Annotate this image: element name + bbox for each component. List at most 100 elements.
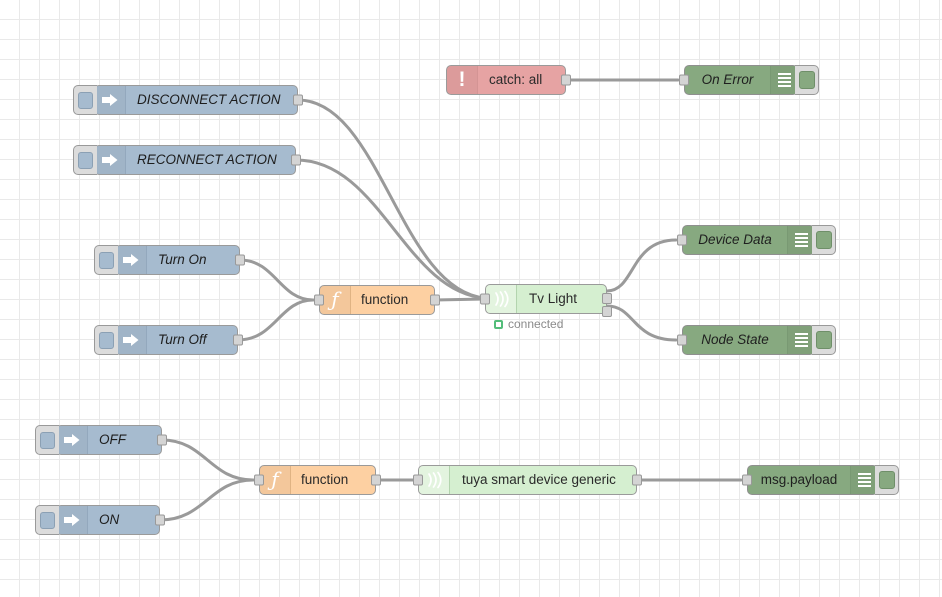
catch-node-all[interactable]: ! catch: all <box>446 65 571 95</box>
debug-enable-toggle[interactable] <box>875 465 899 495</box>
debug-node-on-error[interactable]: On Error <box>679 65 819 95</box>
node-label: RECONNECT ACTION <box>137 152 277 168</box>
function-node-top[interactable]: ƒ function <box>314 285 440 315</box>
node-label: Turn On <box>158 252 207 268</box>
debug-toggle-face <box>815 331 832 349</box>
inject-arrow-icon <box>116 246 147 274</box>
input-port[interactable] <box>413 474 423 486</box>
wire-reconnect-to-tvlight <box>294 158 487 300</box>
wire-turnon-to-function <box>238 258 315 302</box>
debug-line <box>857 481 871 483</box>
debug-node-device-data[interactable]: Device Data <box>677 225 836 255</box>
exclamation-glyph: ! <box>458 68 466 91</box>
inject-node-turn-on[interactable]: Turn On <box>94 245 245 275</box>
inject-trigger-button[interactable] <box>35 505 59 535</box>
output-port[interactable] <box>155 514 165 526</box>
debug-enable-toggle[interactable] <box>812 225 836 255</box>
inject-button-face <box>78 151 93 169</box>
inject-trigger-button[interactable] <box>73 85 97 115</box>
debug-enable-toggle[interactable] <box>812 325 836 355</box>
inject-button-face <box>99 251 114 269</box>
function-f-icon: ƒ <box>320 286 351 314</box>
inject-node-on[interactable]: ON <box>35 505 165 535</box>
input-port[interactable] <box>742 474 752 486</box>
debug-toggle-face <box>798 71 815 89</box>
input-port[interactable] <box>254 474 264 486</box>
inject-arrow-glyph <box>123 334 139 346</box>
wireless-signal-glyph <box>427 471 442 489</box>
output-port[interactable] <box>293 94 303 106</box>
inject-node-disconnect-action[interactable]: DISCONNECT ACTION <box>73 85 303 115</box>
debug-line <box>857 477 871 479</box>
node-label: Tv Light <box>529 291 578 307</box>
device-node-tuya-generic[interactable]: tuya smart device generic <box>413 465 642 495</box>
status-indicator-icon <box>494 319 503 329</box>
output-port[interactable] <box>233 334 243 346</box>
debug-line <box>794 333 808 335</box>
debug-line <box>794 245 808 247</box>
input-port[interactable] <box>677 334 687 346</box>
debug-lines-icon <box>787 226 814 254</box>
inject-node-turn-off[interactable]: Turn Off <box>94 325 243 355</box>
input-port[interactable] <box>679 74 689 86</box>
wire-on-to-function <box>158 478 255 522</box>
inject-trigger-button[interactable] <box>35 425 59 455</box>
node-label: DISCONNECT ACTION <box>137 92 281 108</box>
output-port[interactable] <box>371 474 381 486</box>
debug-node-node-state[interactable]: Node State <box>677 325 836 355</box>
function-node-bottom[interactable]: ƒ function <box>254 465 381 495</box>
inject-node-off[interactable]: OFF <box>35 425 167 455</box>
output-port[interactable] <box>157 434 167 446</box>
node-label: ON <box>99 512 120 528</box>
debug-lines-icon <box>770 66 797 94</box>
function-f-icon: ƒ <box>260 466 291 494</box>
output-port[interactable] <box>291 154 301 166</box>
node-label: On Error <box>701 72 754 88</box>
inject-arrow-icon <box>57 426 88 454</box>
wireless-signal-icon <box>419 466 450 494</box>
debug-line <box>857 473 871 475</box>
debug-line <box>794 241 808 243</box>
wire-turnoff-to-function <box>236 298 315 342</box>
node-label: function <box>361 292 409 308</box>
wire-disconnect-to-tvlight <box>296 98 487 300</box>
debug-toggle-face <box>878 471 895 489</box>
wireless-signal-icon <box>486 285 517 313</box>
inject-arrow-icon <box>57 506 88 534</box>
output-port[interactable] <box>632 474 642 486</box>
debug-line <box>777 81 791 83</box>
debug-line <box>857 485 871 487</box>
debug-line <box>777 77 791 79</box>
input-port[interactable] <box>314 294 324 306</box>
output-port-1[interactable] <box>602 293 612 304</box>
output-port-2[interactable] <box>602 306 612 317</box>
node-label: function <box>301 472 349 488</box>
inject-arrow-icon <box>116 326 147 354</box>
debug-toggle-face <box>815 231 832 249</box>
wireless-signal-glyph <box>494 290 509 308</box>
node-label: OFF <box>99 432 126 448</box>
node-label: msg.payload <box>760 472 838 488</box>
inject-arrow-glyph <box>102 94 118 106</box>
status-badge-tv-light: connected <box>494 317 563 331</box>
output-port[interactable] <box>561 74 571 86</box>
inject-button-face <box>99 331 114 349</box>
inject-node-reconnect-action[interactable]: RECONNECT ACTION <box>73 145 301 175</box>
debug-node-msg-payload[interactable]: msg.payload <box>742 465 899 495</box>
inject-trigger-button[interactable] <box>94 325 118 355</box>
debug-line <box>777 85 791 87</box>
debug-lines-icon <box>850 466 877 494</box>
inject-arrow-glyph <box>64 434 80 446</box>
debug-enable-toggle[interactable] <box>795 65 819 95</box>
input-port[interactable] <box>677 234 687 246</box>
device-node-tv-light[interactable]: Tv Light <box>480 284 612 317</box>
output-port[interactable] <box>235 254 245 266</box>
inject-trigger-button[interactable] <box>73 145 97 175</box>
input-port[interactable] <box>480 293 490 305</box>
inject-trigger-button[interactable] <box>94 245 118 275</box>
node-label: tuya smart device generic <box>462 472 616 488</box>
output-port[interactable] <box>430 294 440 306</box>
wire-tvlight-to-nodestate <box>605 304 678 342</box>
wire-tvlight-to-devicedata <box>605 238 678 293</box>
